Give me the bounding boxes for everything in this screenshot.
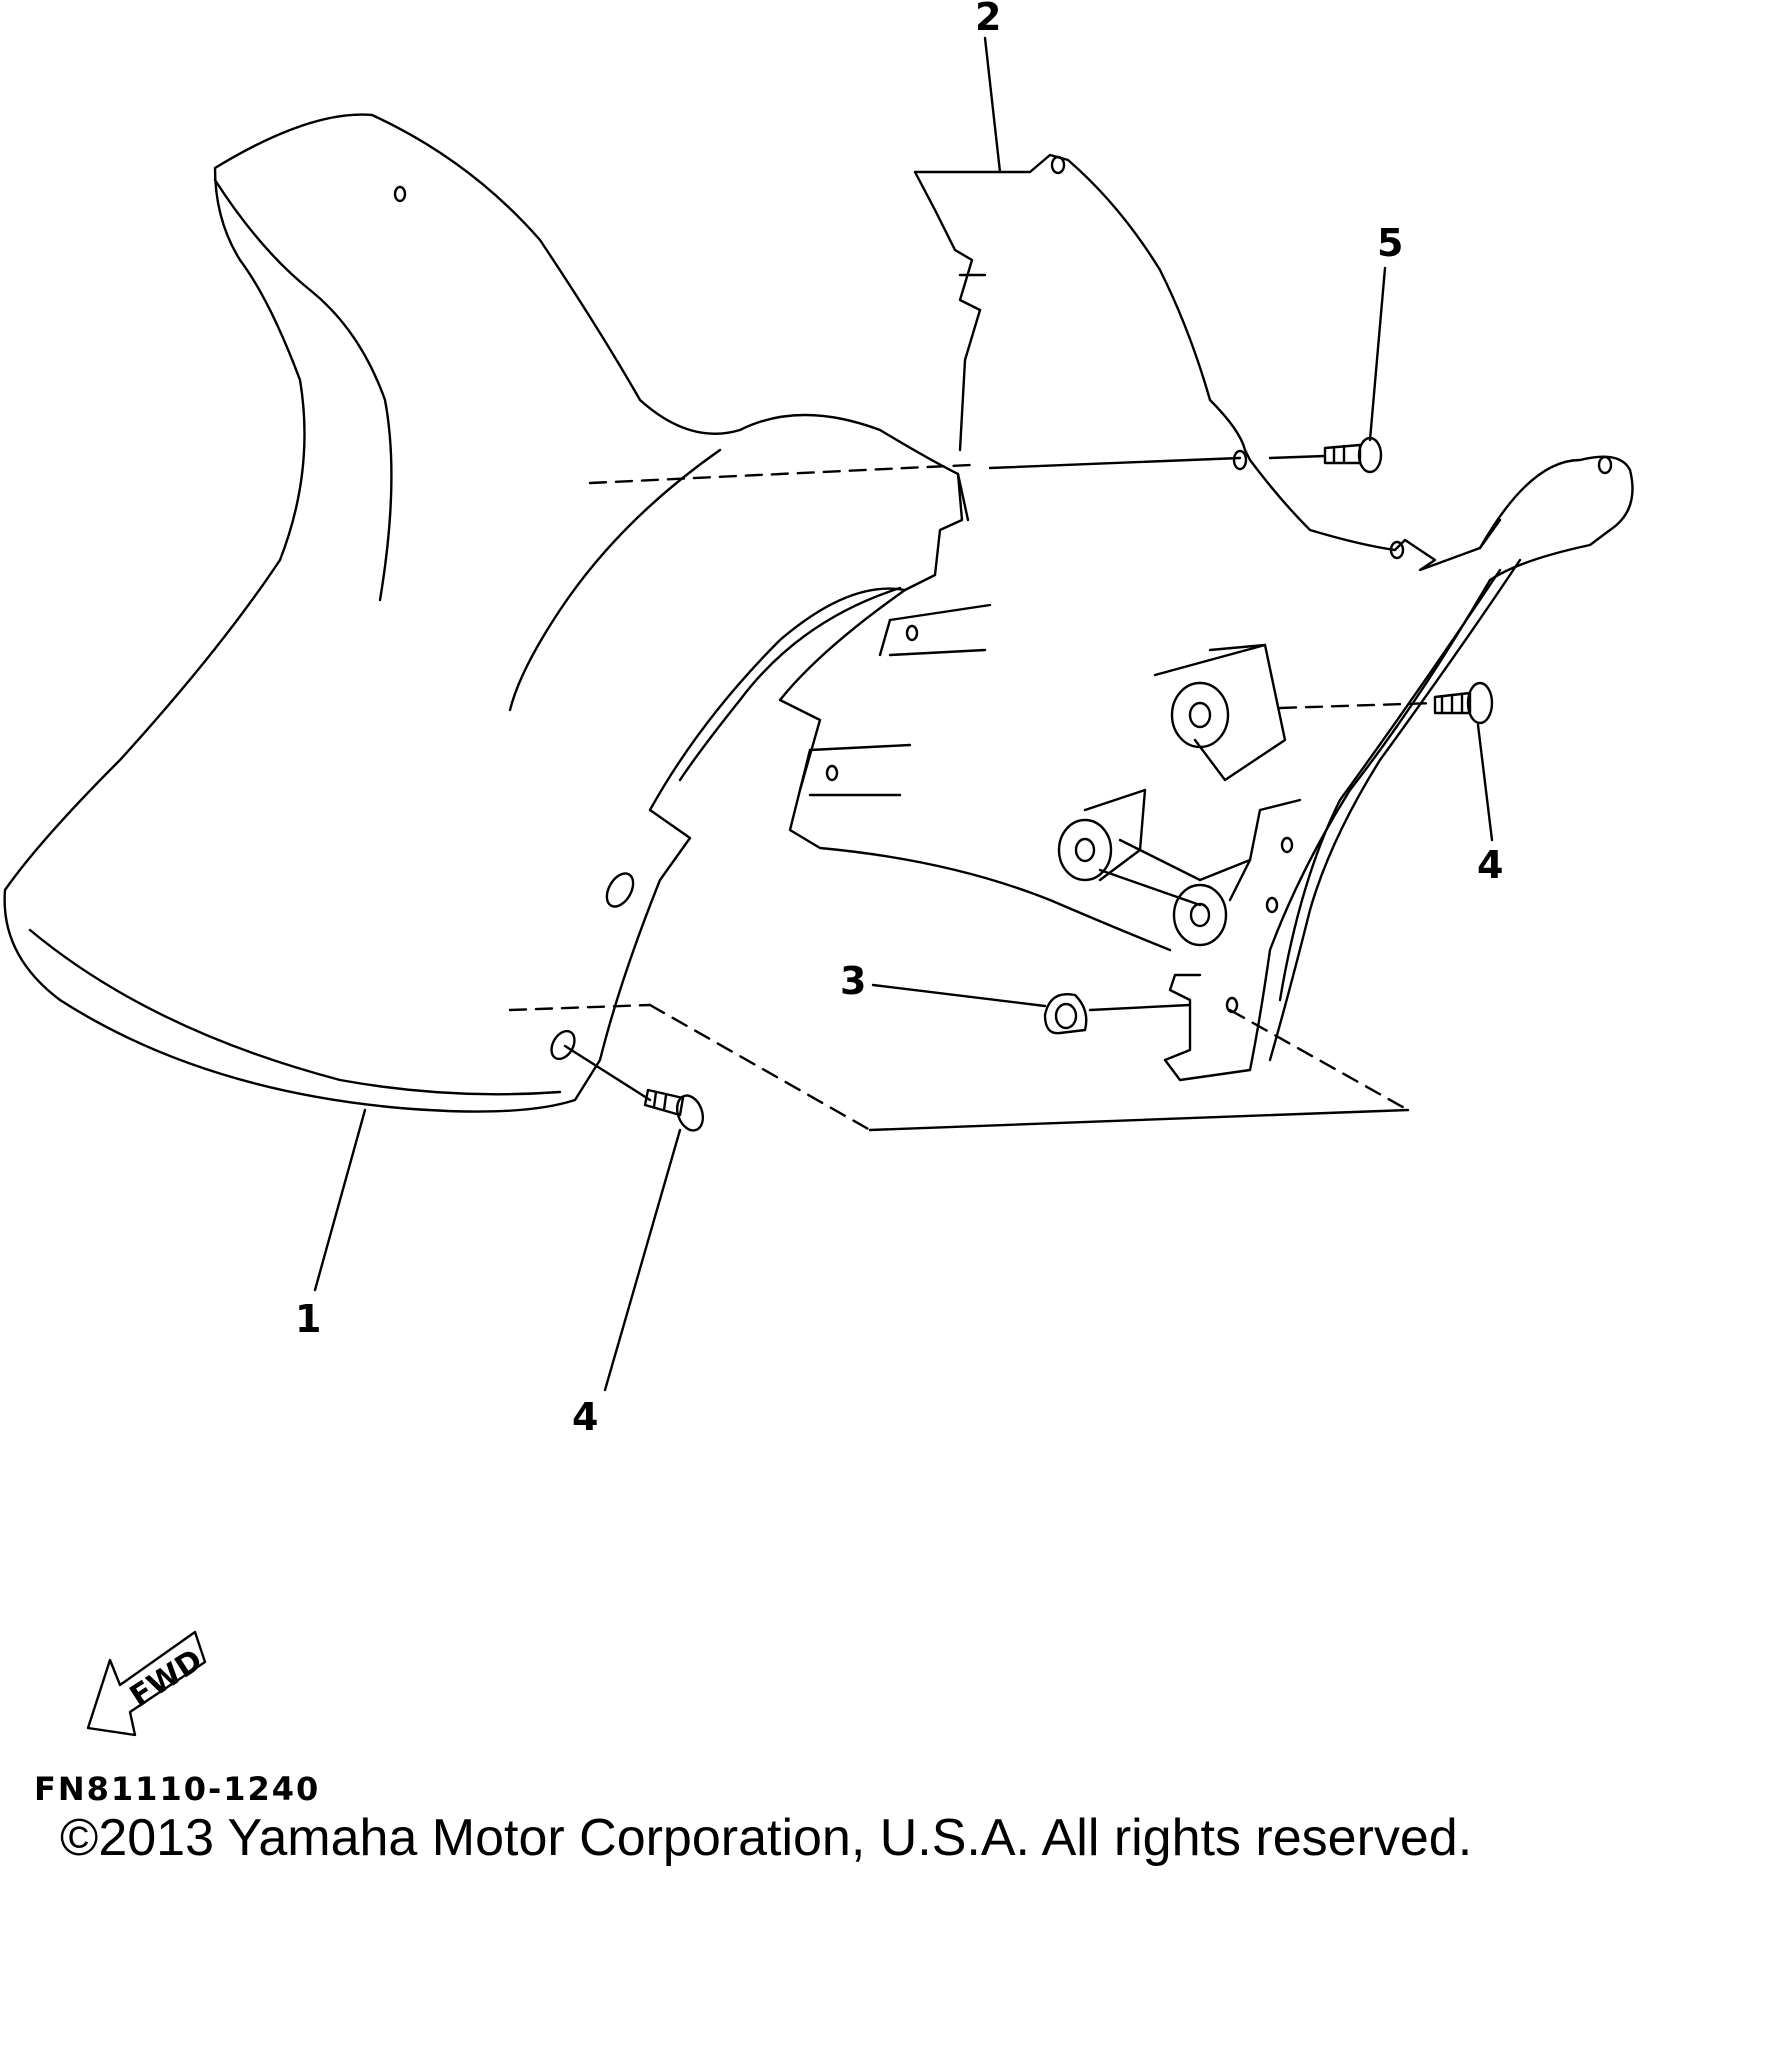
callout-4-right: 4 bbox=[1477, 843, 1504, 887]
screw-part-4-right bbox=[1433, 681, 1494, 725]
side-cover-part-1 bbox=[3, 113, 964, 1113]
fwd-arrow-icon bbox=[86, 1630, 207, 1737]
callout-leaders bbox=[313, 36, 1494, 1392]
drawing-code: FN81110-1240 bbox=[34, 1770, 321, 1808]
rubber-mount-lower bbox=[1057, 788, 1252, 947]
callout-3: 3 bbox=[840, 959, 867, 1003]
rubber-mount-upper bbox=[1153, 643, 1287, 782]
copyright-notice: ©2013 Yamaha Motor Corporation, U.S.A. A… bbox=[60, 1809, 1473, 1867]
callout-1: 1 bbox=[295, 1297, 322, 1341]
mounting-rail bbox=[1163, 455, 1634, 1082]
screw-part-4-bottom bbox=[643, 1088, 705, 1132]
callout-2: 2 bbox=[975, 0, 1002, 39]
callout-5: 5 bbox=[1377, 221, 1404, 265]
inner-panel bbox=[778, 472, 1172, 952]
grommet-part-3 bbox=[1043, 993, 1088, 1035]
upper-cover-part-2 bbox=[913, 153, 1502, 572]
callout-4-bottom: 4 bbox=[572, 1395, 599, 1439]
assembly-dash-lines bbox=[508, 454, 1437, 1132]
screw-part-5 bbox=[1323, 436, 1383, 474]
